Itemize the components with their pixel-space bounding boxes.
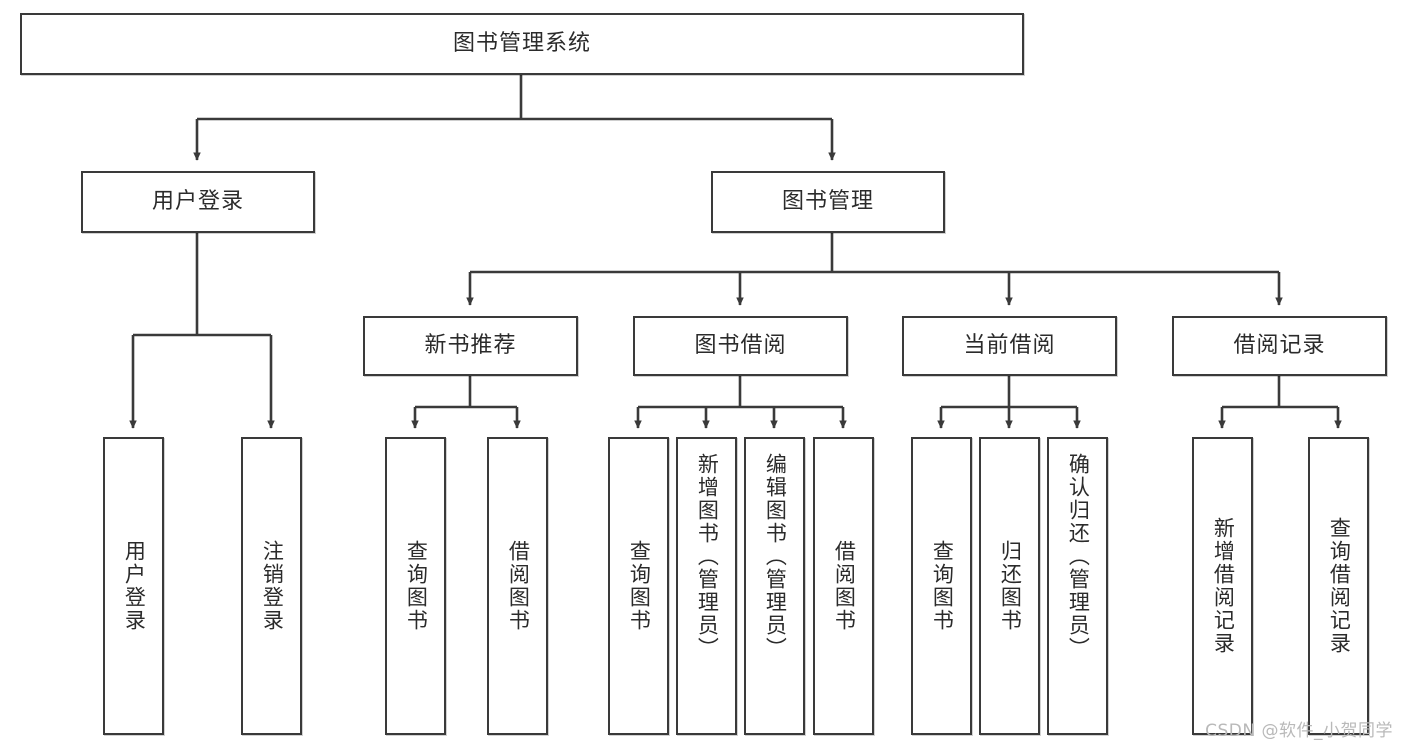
- node-label-leaf-add-book: 新增图书（管理员）: [695, 453, 720, 660]
- node-label-leaf-confirm-return: 确认归还（管理员）: [1066, 453, 1091, 660]
- node-label-new-book-recommend: 新书推荐: [424, 333, 517, 359]
- node-leaf-return-book[interactable]: 归还图书: [979, 437, 1040, 735]
- node-leaf-user-logout[interactable]: 注销登录: [241, 437, 302, 735]
- node-label-leaf-query-book-current: 查询图书: [930, 540, 955, 632]
- node-label-user-login: 用户登录: [151, 189, 244, 215]
- node-label-current-borrow: 当前借阅: [963, 333, 1056, 359]
- node-book-borrow[interactable]: 图书借阅: [633, 316, 848, 376]
- node-leaf-edit-book[interactable]: 编辑图书（管理员）: [744, 437, 805, 735]
- node-label-borrow-record: 借阅记录: [1233, 333, 1326, 359]
- node-label-leaf-return-book: 归还图书: [998, 540, 1023, 632]
- node-label-leaf-query-borrow-record: 查询借阅记录: [1327, 517, 1352, 655]
- node-leaf-query-borrow-record[interactable]: 查询借阅记录: [1308, 437, 1369, 735]
- node-book-management[interactable]: 图书管理: [711, 171, 945, 233]
- node-new-book-recommend[interactable]: 新书推荐: [363, 316, 578, 376]
- node-label-leaf-edit-book: 编辑图书（管理员）: [763, 453, 788, 660]
- node-label-book-management: 图书管理: [781, 189, 874, 215]
- node-user-login[interactable]: 用户登录: [81, 171, 315, 233]
- csdn-watermark: CSDN @软件_小贺同学: [1205, 721, 1393, 741]
- node-leaf-borrow-book-recommend[interactable]: 借阅图书: [487, 437, 548, 735]
- node-leaf-query-book-current[interactable]: 查询图书: [911, 437, 972, 735]
- node-leaf-user-login[interactable]: 用户登录: [103, 437, 164, 735]
- node-root-system[interactable]: 图书管理系统: [20, 13, 1024, 75]
- node-borrow-record[interactable]: 借阅记录: [1172, 316, 1387, 376]
- node-leaf-borrow-book[interactable]: 借阅图书: [813, 437, 874, 735]
- node-label-leaf-query-book-recommend: 查询图书: [404, 540, 429, 632]
- node-leaf-confirm-return[interactable]: 确认归还（管理员）: [1047, 437, 1108, 735]
- node-current-borrow[interactable]: 当前借阅: [902, 316, 1117, 376]
- node-label-leaf-user-logout: 注销登录: [260, 540, 285, 632]
- node-label-book-borrow: 图书借阅: [694, 333, 787, 359]
- node-label-leaf-query-book-borrow: 查询图书: [627, 540, 652, 632]
- node-leaf-query-book-recommend[interactable]: 查询图书: [385, 437, 446, 735]
- node-label-leaf-user-login: 用户登录: [122, 540, 147, 632]
- node-label-leaf-borrow-book: 借阅图书: [832, 540, 857, 632]
- node-leaf-query-book-borrow[interactable]: 查询图书: [608, 437, 669, 735]
- node-label-root-system: 图书管理系统: [452, 31, 591, 57]
- node-label-leaf-borrow-book-recommend: 借阅图书: [506, 540, 531, 632]
- node-label-leaf-add-borrow-record: 新增借阅记录: [1211, 517, 1236, 655]
- node-leaf-add-book[interactable]: 新增图书（管理员）: [676, 437, 737, 735]
- node-leaf-add-borrow-record[interactable]: 新增借阅记录: [1192, 437, 1253, 735]
